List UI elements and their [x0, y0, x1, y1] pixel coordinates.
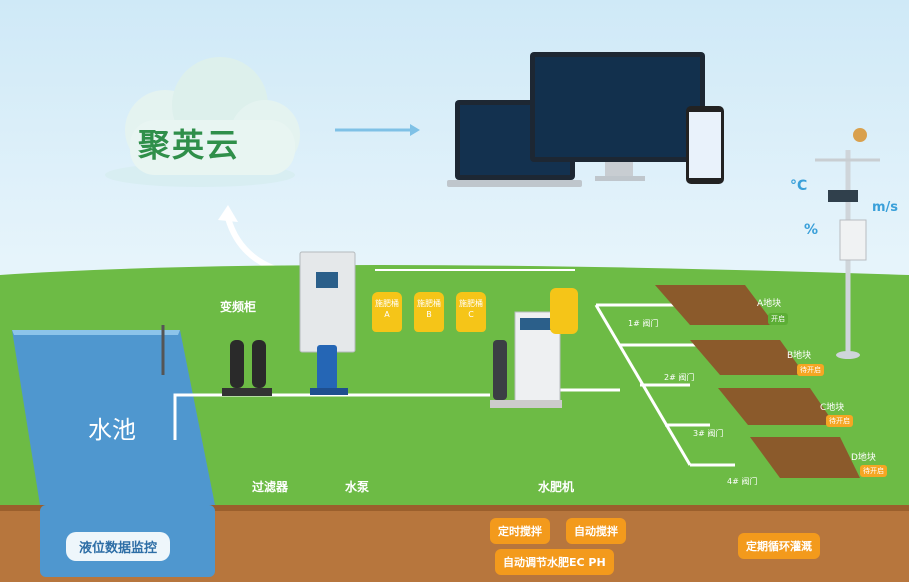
plot-a-label: A地块 — [757, 299, 782, 309]
field-plots — [655, 285, 860, 478]
plot-b-label: B地块 — [787, 351, 812, 361]
auto-adjust-tag: 自动调节水肥EC PH — [495, 549, 614, 575]
inverter-cabinet-label: 变频柜 — [220, 300, 257, 314]
plot-d-status: 待开启 — [860, 465, 887, 477]
fertilizer-machine-label: 水肥机 — [538, 480, 575, 494]
filter-icon — [222, 340, 272, 396]
humidity-unit: % — [804, 222, 819, 238]
cycle-irrigation-tag: 定期循环灌溉 — [738, 533, 820, 559]
timed-stir-tag: 定时搅拌 — [490, 518, 550, 544]
inverter-cabinet-icon — [299, 251, 356, 353]
pump-label: 水泵 — [345, 480, 370, 494]
wind-unit: m/s — [872, 200, 899, 215]
monitor-icon — [530, 52, 705, 181]
phone-icon — [686, 106, 724, 184]
valve-4-label: 4# 阀门 — [727, 477, 758, 486]
plot-c-label: C地块 — [820, 403, 845, 413]
temperature-unit: °C — [790, 178, 808, 194]
pool-label: 水池 — [88, 416, 136, 444]
valve-1-label: 1# 阀门 — [628, 319, 659, 328]
cloud-icon — [105, 57, 300, 187]
plot-b-status: 待开启 — [797, 364, 824, 376]
extra-tank-icon — [550, 288, 578, 334]
plot-d-label: D地块 — [851, 453, 876, 463]
valve-3-label: 3# 阀门 — [693, 429, 724, 438]
valve-2-label: 2# 阀门 — [664, 373, 695, 382]
main-pipe — [173, 393, 490, 440]
level-monitor-tag: 液位数据监控 — [66, 532, 171, 561]
pump-icon — [310, 345, 348, 395]
plot-a-status: 开启 — [768, 313, 788, 325]
auto-stir-tag: 自动搅拌 — [566, 518, 626, 544]
arrow-up-icon — [225, 217, 286, 275]
filter-label: 过滤器 — [252, 480, 289, 494]
cloud-title: 聚英云 — [138, 126, 241, 164]
weather-station-icon — [815, 128, 880, 359]
plot-c-status: 待开启 — [826, 415, 853, 427]
